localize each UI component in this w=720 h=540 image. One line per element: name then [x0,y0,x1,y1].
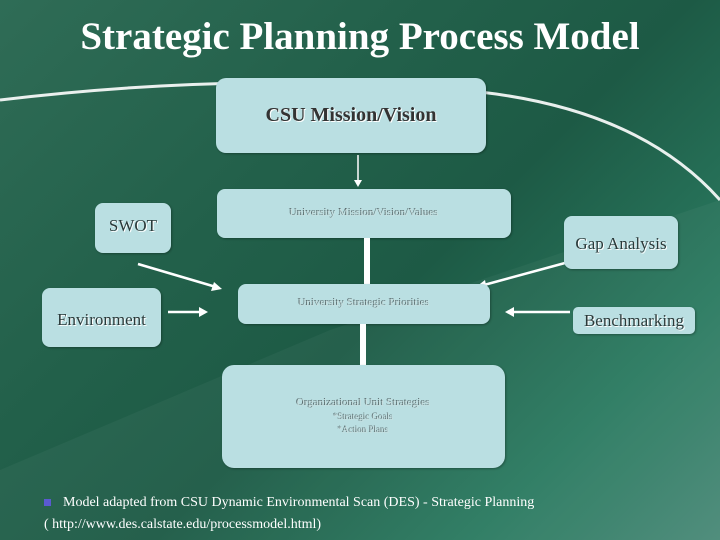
environment-box: Environment [42,288,161,347]
connector [364,238,370,284]
gap-analysis-box: Gap Analysis [564,216,678,269]
benchmarking-box: Benchmarking [573,307,695,334]
org-unit-strategies-label: Organizational Unit Strategies [296,397,431,409]
footer-note: Model adapted from CSU Dynamic Environme… [44,495,534,511]
connector [360,324,366,366]
csu-mission-vision-label: CSU Mission/Vision [265,104,437,126]
swot-box: SWOT [95,203,171,253]
org-unit-strategies-box: Organizational Unit Strategies *Strategi… [222,365,505,468]
csu-mission-vision-box: CSU Mission/Vision [216,78,486,153]
page-title: Strategic Planning Process Model [80,15,640,58]
gap-analysis-label: Gap Analysis [575,234,667,253]
strategic-priorities-box: University Strategic Priorities [238,284,490,324]
university-mvv-label: University Mission/Vision/Values [289,207,439,219]
strategic-priorities-label: University Strategic Priorities [298,297,430,309]
swot-label: SWOT [108,216,158,235]
org-unit-item: *Strategic Goals [333,412,394,422]
footer-line1: Model adapted from CSU Dynamic Environme… [63,495,535,510]
bullet-icon [44,499,51,507]
environment-label: Environment [57,310,146,329]
org-unit-item: *Action Plans [338,425,389,435]
university-mvv-box: University Mission/Vision/Values [217,189,511,238]
footer-link: ( http://www.des.calstate.edu/processmod… [44,517,322,532]
benchmarking-label: Benchmarking [583,311,685,330]
